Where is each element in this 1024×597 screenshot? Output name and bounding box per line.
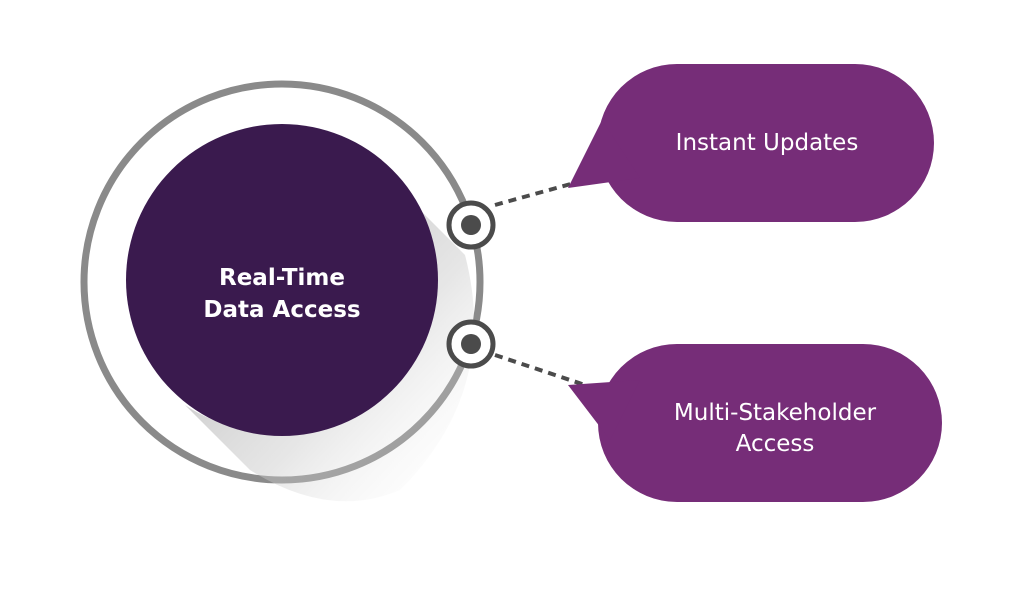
- bubble-label-multi-stakeholder: Multi-Stakeholder Access: [630, 398, 920, 460]
- connector-line-bottom: [494, 353, 586, 387]
- core-shadow: [185, 190, 475, 502]
- bubble-instant-updates: [568, 64, 934, 222]
- core-label-line1: Real-Time: [218, 265, 346, 291]
- connector-node-bottom: [446, 319, 496, 369]
- core-label: Real-Time Data Access: [160, 262, 404, 326]
- bubble-label-line1: Multi-Stakeholder: [673, 400, 877, 426]
- connector-node-top: [446, 200, 496, 250]
- bubble-label-instant-updates: Instant Updates: [675, 130, 859, 156]
- bubble-multi-stakeholder: [568, 344, 942, 502]
- core-circle: [126, 124, 438, 436]
- core-label-line2: Data Access: [203, 297, 361, 323]
- bubble-label-line2: Access: [735, 431, 815, 457]
